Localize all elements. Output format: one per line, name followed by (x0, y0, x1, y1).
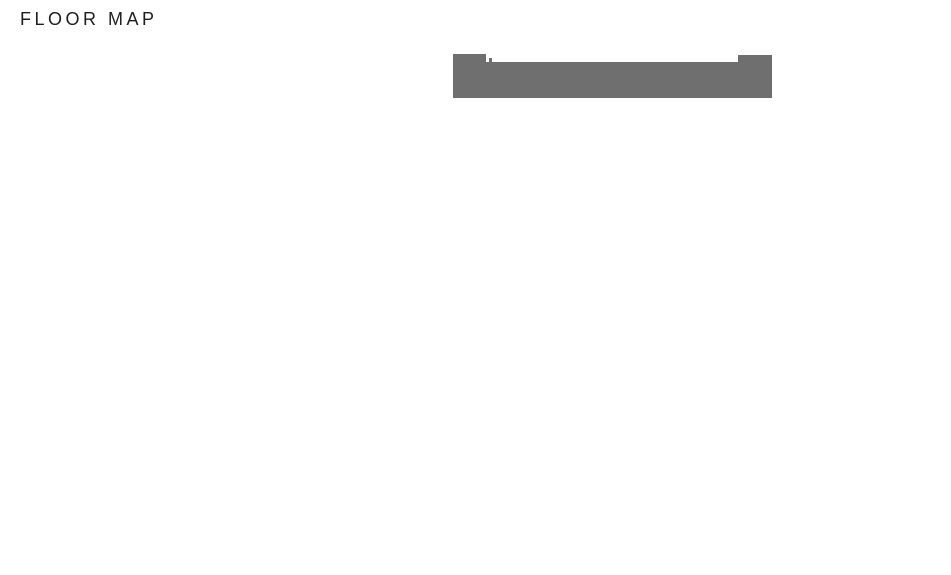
page-title: FLOOR MAP (20, 9, 158, 29)
building-silhouette (453, 54, 772, 98)
floor-plan-shape (453, 54, 772, 98)
